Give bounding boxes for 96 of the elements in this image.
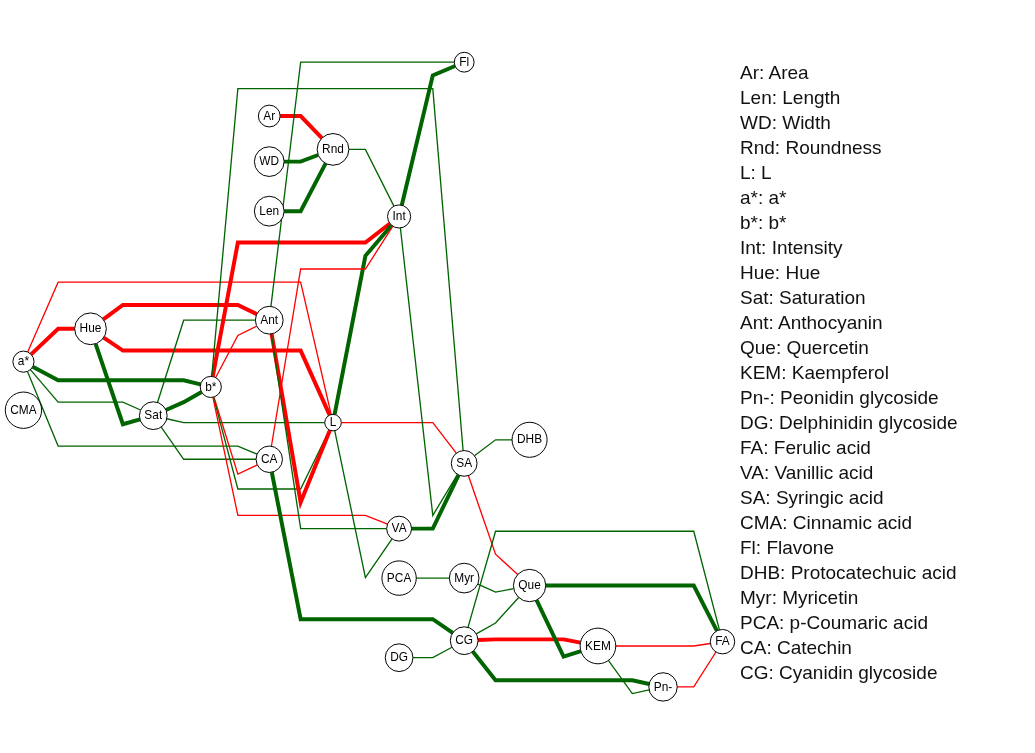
connector — [471, 650, 650, 686]
abbreviation-note: FA: Ferulic acid — [740, 436, 872, 460]
connector — [165, 390, 203, 412]
connector — [26, 370, 258, 455]
abbreviation-note: VA: Vanillic acid — [740, 461, 875, 485]
node-circle: KEM — [579, 627, 617, 665]
abbreviation-note: Pn-: Peonidin glycoside — [740, 386, 940, 410]
abbreviation-note: Len: Length — [740, 86, 842, 110]
abbreviation-note: Que: Quercetin — [740, 336, 870, 360]
abbreviation-note: Myr: Myricetin — [740, 586, 860, 610]
connector — [415, 577, 450, 579]
connector — [467, 530, 721, 631]
connector — [102, 302, 258, 321]
node-circle: PCA — [381, 560, 417, 596]
connector — [29, 368, 142, 411]
connector — [676, 651, 717, 688]
connector — [477, 637, 581, 645]
abbreviation-note: Hue: Hue — [740, 261, 822, 285]
abbreviation-note: CG: Cyanidin glycoside — [740, 661, 939, 685]
abbreviation-note: WD: Width — [740, 111, 832, 135]
abbreviation-note: b*: b* — [740, 211, 788, 235]
connector — [284, 162, 328, 213]
node-circle: WD — [253, 146, 285, 177]
connector — [475, 596, 520, 635]
connector — [27, 281, 332, 415]
node-circle: Myr — [448, 562, 480, 594]
abbreviation-note: Ar: Area — [740, 61, 810, 85]
abbreviation-note: PCA: p-Coumaric acid — [740, 611, 929, 635]
connector — [269, 471, 454, 635]
node-circle: CA — [255, 445, 283, 473]
abbreviation-note: Rnd: Roundness — [740, 136, 883, 160]
node-circle: FA — [709, 628, 736, 655]
node-circle: Int — [387, 204, 412, 229]
connector — [615, 642, 712, 647]
connector — [270, 225, 394, 447]
node-circle: Rnd — [316, 132, 350, 166]
node-circle: VA — [386, 515, 413, 542]
connector — [160, 426, 257, 460]
connector — [412, 646, 453, 659]
connector — [284, 152, 319, 164]
connector — [93, 342, 141, 427]
connector — [399, 64, 456, 206]
node-circle: L — [324, 413, 342, 432]
abbreviation-note: KEM: Kaempferol — [740, 361, 890, 385]
connector — [166, 417, 326, 424]
abbreviation-note: DHB: Protocatechuic acid — [740, 561, 958, 585]
connector — [534, 599, 582, 659]
abbreviation-note: DG: Delphinidin glycoside — [740, 411, 959, 435]
node-circle: Sat — [138, 401, 168, 430]
connector — [156, 319, 257, 403]
connector — [270, 333, 388, 530]
connector — [29, 326, 75, 356]
node-circle: CG — [449, 626, 479, 655]
connector — [467, 474, 519, 575]
connector — [211, 87, 464, 451]
node-circle: Len — [253, 195, 285, 227]
connector — [212, 396, 389, 525]
node-circle: Ant — [254, 305, 284, 335]
node-circle: Ar — [257, 104, 281, 128]
connector — [473, 438, 513, 457]
connector — [215, 325, 258, 378]
connector — [210, 221, 392, 377]
connector — [31, 364, 201, 387]
node-circle: DG — [384, 643, 414, 672]
abbreviation-note: L: L — [740, 161, 773, 185]
node-circle: DHB — [511, 421, 548, 458]
abbreviation-note: SA: Syringic acid — [740, 486, 885, 510]
node-circle: Que — [512, 568, 547, 602]
node-circle: CMA — [4, 391, 43, 429]
node-circle: b* — [199, 375, 222, 398]
connector — [545, 583, 719, 632]
connector — [280, 113, 324, 140]
connector — [399, 227, 459, 518]
connector — [411, 473, 461, 531]
node-circle: Fl — [453, 51, 475, 73]
abbreviation-note: Fl: Flavone — [740, 536, 835, 560]
node-circle: Hue — [74, 312, 107, 345]
connector — [102, 335, 332, 416]
connector — [334, 429, 393, 580]
abbreviation-note: CMA: Cinnamic acid — [740, 511, 914, 535]
node-circle: Pn- — [648, 672, 678, 702]
connector — [270, 61, 455, 307]
node-circle: a* — [12, 350, 35, 373]
node-circle: SA — [450, 449, 478, 477]
connector — [348, 148, 395, 207]
connector — [269, 333, 332, 510]
connector — [332, 223, 394, 415]
connector — [340, 421, 457, 454]
abbreviation-note: Sat: Saturation — [740, 286, 867, 310]
abbreviation-note: a*: a* — [740, 186, 788, 210]
abbreviation-note: Ant: Anthocyanin — [740, 311, 884, 335]
connector — [213, 396, 258, 475]
connector — [607, 659, 650, 695]
abbreviation-note: CA: Catechin — [740, 636, 853, 660]
connector — [477, 583, 515, 593]
abbreviation-note: Int: Intensity — [740, 236, 844, 260]
